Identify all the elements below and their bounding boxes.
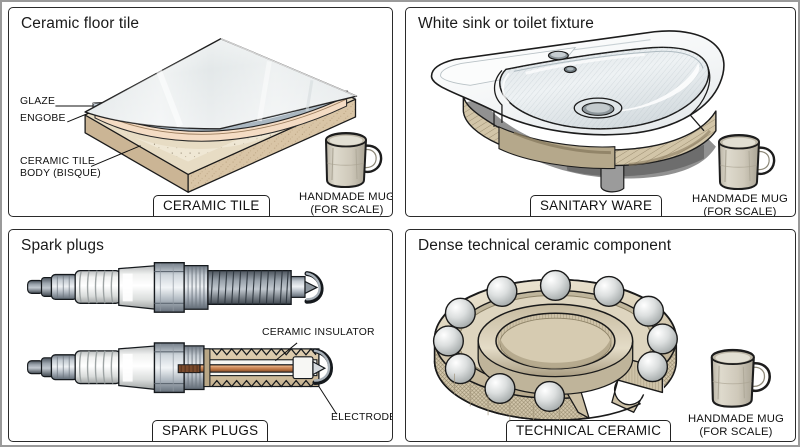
mug-caption-line1: HANDMADE MUG — [692, 193, 788, 205]
panel-title-sanitary-ware: White sink or toilet fixture — [418, 15, 594, 32]
callout-ceramic-insulator: CERAMIC INSULATOR — [262, 327, 375, 338]
caption-spark-plugs: SPARK PLUGS — [152, 420, 269, 441]
handmade-mug-icon-bearing — [710, 348, 771, 408]
handmade-mug-icon-sink — [717, 133, 776, 191]
panel-sanitary-ware: White sink or toilet fixture — [405, 7, 796, 217]
callout-ceramic-tile-body-line2: BODY (BISQUE) — [20, 168, 101, 180]
mug-caption-line1: HANDMADE MUG — [299, 191, 393, 203]
spark-plugs-illustration — [27, 261, 338, 415]
caption-sanitary-ware: SANITARY WARE — [530, 195, 663, 216]
handmade-mug-icon-tile — [324, 131, 383, 189]
callout-electrode: ELECTRODE — [331, 412, 393, 423]
mug-caption-line2: (FOR SCALE) — [703, 206, 777, 217]
sanitary-ware-illustration — [430, 30, 725, 193]
mug-caption-sink: HANDMADE MUG (FOR SCALE) — [690, 193, 790, 217]
callout-ceramic-tile-body-line1: CERAMIC TILE — [20, 156, 95, 167]
callout-engobe: ENGOBE — [20, 113, 66, 124]
mug-caption-tile: HANDMADE MUG (FOR SCALE) — [297, 191, 393, 217]
panel-technical-ceramic: Dense technical ceramic component — [405, 229, 796, 442]
callout-glaze: GLAZE — [20, 96, 56, 107]
panel-title-ceramic-tile: Ceramic floor tile — [21, 15, 140, 32]
panel-spark-plugs: Spark plugs — [8, 229, 393, 442]
mug-caption-bearing: HANDMADE MUG (FOR SCALE) — [684, 413, 788, 440]
panel-title-spark-plugs: Spark plugs — [21, 237, 104, 254]
ceramic-tile-illustration — [55, 38, 358, 193]
panel-ceramic-tile: Ceramic floor tile — [8, 7, 393, 217]
spark-plug-upper — [27, 261, 324, 313]
spark-plug-lower-cutaway — [27, 342, 333, 394]
mug-caption-line1: HANDMADE MUG — [688, 413, 784, 425]
caption-technical-ceramic: TECHNICAL CERAMIC — [506, 420, 672, 441]
technical-ceramic-illustration — [432, 269, 678, 428]
mug-caption-line2: (FOR SCALE) — [310, 204, 384, 217]
panel-title-technical-ceramic: Dense technical ceramic component — [418, 237, 672, 254]
callout-ceramic-tile-body: CERAMIC TILE BODY (BISQUE) — [20, 156, 101, 181]
caption-ceramic-tile: CERAMIC TILE — [153, 195, 270, 216]
mug-caption-line2: (FOR SCALE) — [699, 426, 773, 439]
